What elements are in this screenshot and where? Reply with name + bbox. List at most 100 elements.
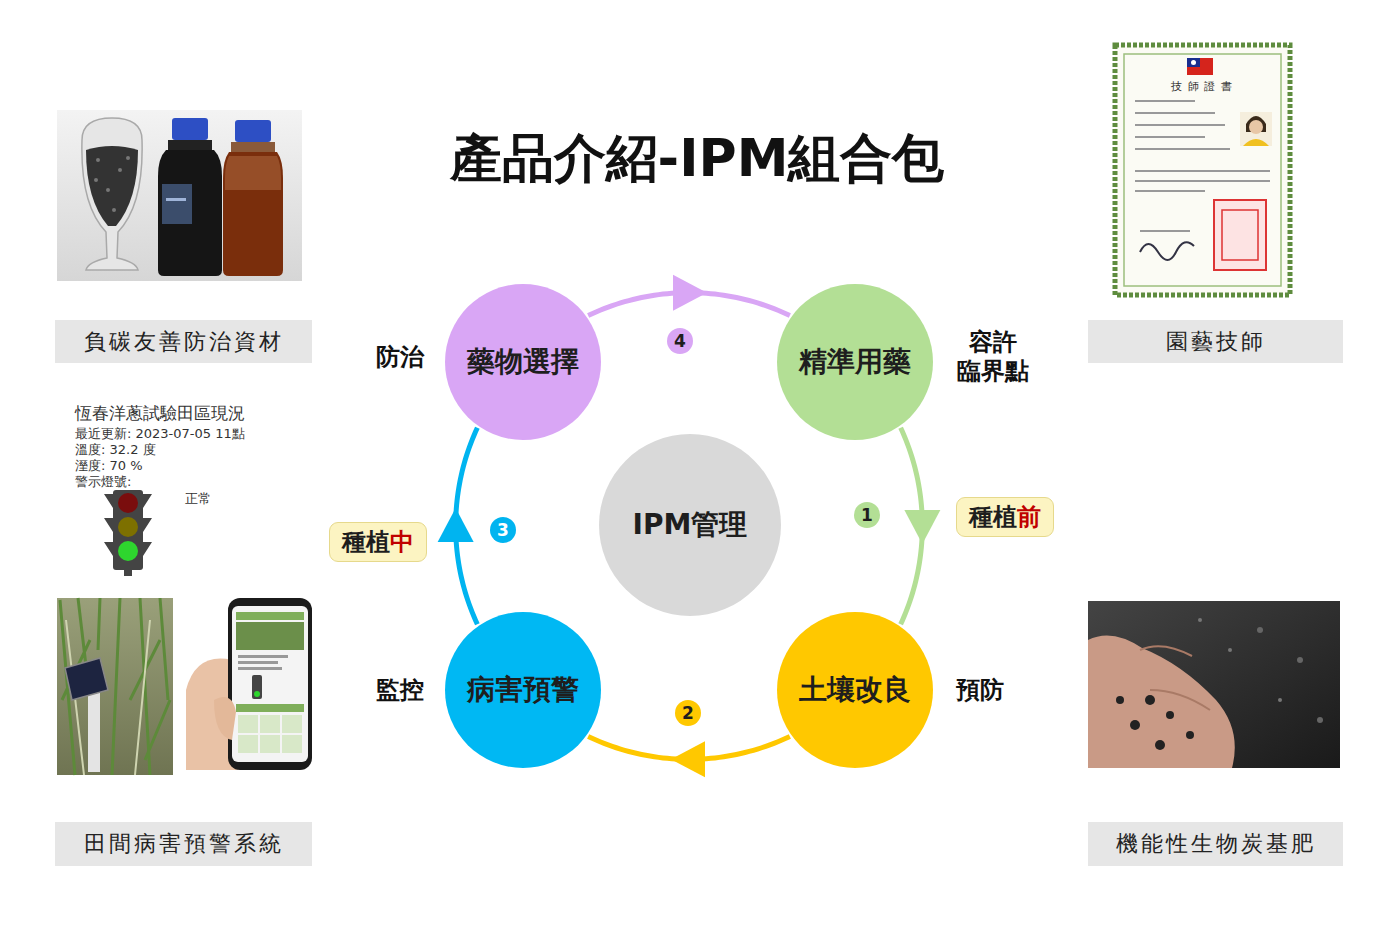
circle-fill [777, 284, 933, 440]
phone-app-photo-part [214, 697, 236, 740]
traffic-light-part [118, 517, 138, 537]
certificate-image-part [1135, 180, 1270, 182]
phone-app-photo-part [236, 612, 304, 620]
biochar-photo-part [1130, 720, 1140, 730]
phone-app-photo-part [232, 606, 308, 762]
biochar-photo-part [1088, 636, 1235, 769]
product-photo-part [126, 156, 130, 160]
product-photo-part-part [162, 184, 192, 224]
product-photo-part [118, 168, 122, 172]
certificate-image-part [1135, 136, 1205, 138]
stage-text: 種植 [969, 503, 1017, 532]
phone-app-photo-part [228, 598, 312, 770]
stage-highlight: 前 [1017, 503, 1041, 532]
product-photo-part [82, 118, 142, 270]
product-photo-part [96, 158, 100, 162]
circle-fill [777, 612, 933, 768]
product-photo-part [158, 118, 222, 276]
step-circle: 病害預警 [445, 612, 601, 768]
traffic-light-part [118, 493, 138, 513]
certificate-image-part [1222, 210, 1258, 260]
phone-app-photo-part [260, 715, 280, 733]
traffic-light [104, 490, 152, 576]
field-sensor-photo-part [60, 598, 170, 775]
product-photo-part-part [168, 140, 212, 150]
phone-app-photo-part [282, 715, 302, 733]
product-photo-part [86, 146, 138, 226]
biochar-photo-part [1116, 696, 1124, 704]
traffic-light-part [124, 570, 132, 576]
field-sensor-photo-part [57, 598, 173, 775]
phone-app-photo-part [238, 715, 258, 733]
callout-number: 2 [675, 700, 701, 726]
certificate-image-part [1135, 190, 1205, 192]
phone-app-photo-part [254, 691, 260, 697]
callout-number: 1 [854, 502, 880, 528]
biochar-photo-part [1198, 618, 1202, 622]
product-photo-part [57, 110, 302, 281]
phone-app-photo [186, 598, 312, 770]
panel-heading: 恆春洋蔥試驗田區現況 [75, 402, 245, 425]
biochar-photo-part [1186, 731, 1194, 739]
field-sensor-photo [57, 598, 173, 775]
certificate-image-part [1135, 124, 1225, 126]
phone-app-photo-part [260, 735, 280, 753]
phone-app-photo-part [238, 661, 278, 664]
cycle-connector-group [438, 428, 478, 625]
certificate-image-part [1243, 139, 1269, 146]
step-circle: 土壤改良 [777, 612, 933, 768]
panel-line: 最近更新: 2023-07-05 11點 [75, 425, 245, 443]
certificate-image-part [1135, 170, 1270, 172]
certificate-image-part [1191, 60, 1196, 65]
phone-app-photo-part [282, 735, 302, 753]
circle-fill [445, 284, 601, 440]
certificate-image-part [1140, 230, 1190, 232]
biochar-photo-part [1145, 695, 1155, 705]
center-circle: IPM管理 [599, 434, 781, 616]
status-text: 正常 [185, 490, 211, 508]
panel-line: 警示燈號: [75, 473, 131, 491]
biochar-photo-part [1297, 657, 1303, 663]
field-sensor-photo-part [65, 658, 108, 700]
biochar-photo-part [1317, 717, 1323, 723]
arrowhead [671, 741, 705, 777]
page-title: 產品介紹-IPM組合包 [0, 127, 1394, 189]
product-photo-part-part [231, 142, 275, 152]
phone-app-photo-part [238, 735, 258, 753]
product-photo-part-part [225, 156, 281, 190]
stage-label: 防治 [376, 343, 424, 372]
product-photo-part [94, 178, 98, 182]
stage-tag: 種植中 [329, 522, 427, 563]
phone-app-photo-part [238, 655, 288, 658]
certificate-image-part [1140, 242, 1194, 260]
biochar-photo-part [1228, 648, 1232, 652]
circle-fill [445, 612, 601, 768]
cycle-connector-group [588, 736, 790, 777]
product-photo-part [112, 208, 116, 212]
biochar-photo-part [1155, 740, 1165, 750]
certificate-image-part [1249, 120, 1263, 134]
certificate-heading: 技 師 證 書 [1171, 79, 1233, 94]
product-photo-part-part [166, 198, 186, 201]
certificate-image-part [1187, 58, 1200, 67]
phone-app-photo-part [238, 667, 282, 670]
panel-line: 溫度: 32.2 度 [75, 441, 156, 459]
phone-app-photo-part [236, 622, 304, 650]
biochar-photo-part [1257, 627, 1263, 633]
stage-label: 容許 臨界點 [955, 328, 1031, 386]
node-text: 機能性生物炭基肥 [1116, 829, 1316, 859]
certificate-image-part [1135, 148, 1230, 150]
biochar-photo [1088, 601, 1340, 768]
stage-label: 監控 [376, 676, 424, 705]
stage-label: 預防 [956, 676, 1004, 705]
product-photo-part [223, 120, 283, 276]
caption-band: 田間病害預警系統 [55, 822, 312, 866]
node-text: 園藝技師 [1166, 327, 1266, 357]
field-sensor-photo-part [88, 690, 100, 772]
arrowhead [438, 508, 474, 542]
cycle-connector-group [901, 428, 941, 625]
product-photo-part-part [158, 150, 222, 276]
node-text: 田間病害預警系統 [84, 829, 284, 859]
certificate-image-part [1135, 112, 1215, 114]
